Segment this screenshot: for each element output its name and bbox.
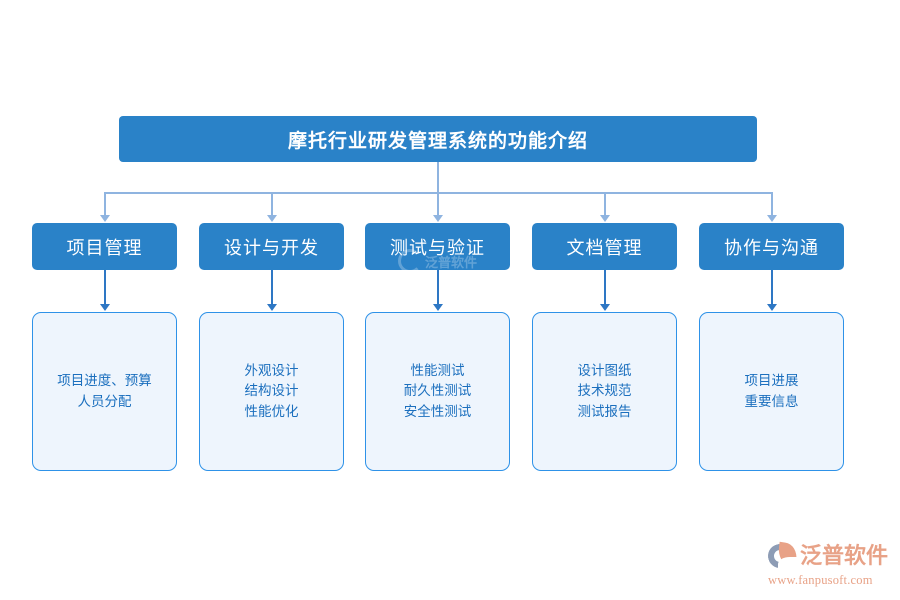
brand-logo-row: 泛普软件 [764, 540, 892, 572]
category-label: 协作与沟通 [724, 237, 819, 258]
detail-text: 项目进度、预算 人员分配 [57, 373, 152, 409]
arrowhead-detail-1 [100, 304, 110, 311]
brand-url: www.fanpusoft.com [768, 573, 873, 587]
detail-text: 性能测试 耐久性测试 安全性测试 [403, 363, 472, 419]
arrowhead-category-1 [100, 215, 110, 222]
connector-detail-5 [771, 270, 773, 305]
arrowhead-detail-2 [267, 304, 277, 311]
connector-title-stem [437, 162, 439, 193]
arrowhead-detail-5 [767, 304, 777, 311]
connector-detail-1 [104, 270, 106, 305]
detail-text: 设计图纸 技术规范 测试报告 [577, 363, 632, 419]
category-box-collaboration-communication[interactable]: 协作与沟通 [699, 223, 844, 270]
arrowhead-category-4 [600, 215, 610, 222]
arrowhead-detail-4 [600, 304, 610, 311]
logo-leaf-cut-shape [778, 557, 798, 569]
connector-detail-3 [437, 270, 439, 305]
connector-drop-2 [271, 192, 273, 216]
category-label: 测试与验证 [390, 237, 485, 258]
category-box-document-management[interactable]: 文档管理 [532, 223, 677, 270]
detail-box-collaboration-communication[interactable]: 项目进展 重要信息 [699, 312, 844, 471]
brand-name: 泛普软件 [800, 543, 889, 568]
detail-box-testing-validation[interactable]: 性能测试 耐久性测试 安全性测试 [365, 312, 510, 471]
detail-box-design-development[interactable]: 外观设计 结构设计 性能优化 [199, 312, 344, 471]
connector-detail-4 [604, 270, 606, 305]
brand-logo: 泛普软件 www.fanpusoft.com [764, 540, 892, 590]
category-label: 设计与开发 [224, 237, 319, 258]
category-label: 项目管理 [66, 237, 143, 258]
connector-drop-5 [771, 192, 773, 216]
category-box-testing-validation[interactable]: 测试与验证 [365, 223, 510, 270]
connector-drop-1 [104, 192, 106, 216]
diagram-title-box: 摩托行业研发管理系统的功能介绍 [119, 116, 757, 162]
connector-detail-2 [271, 270, 273, 305]
diagram-title-text: 摩托行业研发管理系统的功能介绍 [287, 130, 588, 152]
detail-text: 项目进展 重要信息 [744, 373, 799, 409]
detail-text: 外观设计 结构设计 性能优化 [244, 363, 299, 419]
fanpu-leaf-icon [764, 540, 799, 572]
category-box-design-development[interactable]: 设计与开发 [199, 223, 344, 270]
connector-drop-3 [437, 192, 439, 216]
arrowhead-category-3 [433, 215, 443, 222]
arrowhead-category-2 [267, 215, 277, 222]
category-box-project-management[interactable]: 项目管理 [32, 223, 177, 270]
arrowhead-detail-3 [433, 304, 443, 311]
category-label: 文档管理 [566, 237, 643, 258]
detail-box-document-management[interactable]: 设计图纸 技术规范 测试报告 [532, 312, 677, 471]
arrowhead-category-5 [767, 215, 777, 222]
connector-drop-4 [604, 192, 606, 216]
detail-box-project-management[interactable]: 项目进度、预算 人员分配 [32, 312, 177, 471]
